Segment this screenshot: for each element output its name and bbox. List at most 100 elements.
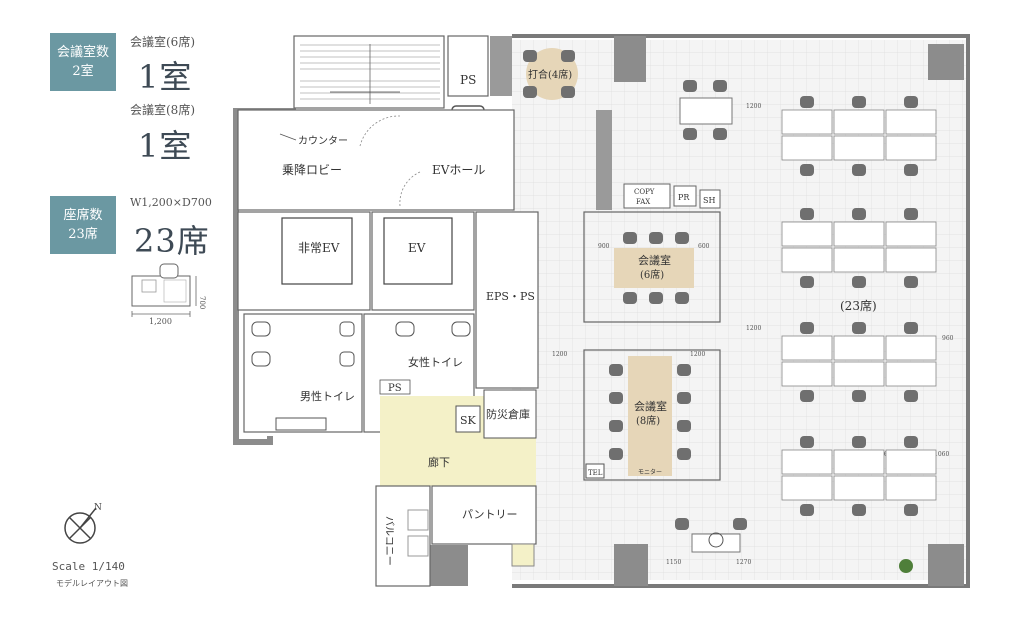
- balcony-label: バルコニー: [383, 516, 395, 566]
- svg-text:N: N: [94, 503, 102, 513]
- desk: [885, 449, 937, 475]
- column: [430, 545, 468, 586]
- rooms-count-badge: 会議室数 2室: [50, 33, 116, 91]
- ev-label: EV: [408, 241, 426, 255]
- fax-label: FAX: [636, 198, 650, 206]
- column: [928, 44, 964, 80]
- scale-caption: モデルレイアウト図: [56, 579, 128, 588]
- chair: [904, 164, 918, 176]
- chair: [852, 164, 866, 176]
- conf6-label-1: 会議室: [638, 253, 671, 267]
- sh-label: SH: [703, 196, 715, 205]
- desk-depth-label: 700: [198, 296, 206, 309]
- desk: [885, 335, 937, 361]
- column: [928, 544, 964, 586]
- copy-label: COPY: [634, 188, 655, 196]
- desk: [833, 221, 885, 247]
- desk-width-label: 1,200: [149, 317, 172, 326]
- chair: [800, 276, 814, 288]
- corridor-label: 廊下: [428, 455, 450, 469]
- seats-badge-line2: 23席: [68, 227, 98, 242]
- desk: [833, 361, 885, 387]
- desk: [781, 475, 833, 501]
- desk-size-label: W1,200×D700: [130, 196, 212, 209]
- desk: [781, 247, 833, 273]
- sk-label: SK: [460, 414, 477, 427]
- room6-label: 会議室(6席): [130, 35, 195, 49]
- seats-23-label: (23席): [840, 298, 877, 313]
- womens-toilet-label: 女性トイレ: [408, 355, 463, 369]
- desk: [781, 109, 833, 135]
- chair: [904, 322, 918, 334]
- desk: [833, 475, 885, 501]
- monitor-label: モニター: [638, 468, 662, 476]
- desk: [833, 109, 885, 135]
- desk: [885, 221, 937, 247]
- dim-label: 600: [698, 243, 710, 250]
- ev-hall-label: EVホール: [432, 163, 485, 177]
- eps-ps-label: EPS・PS: [486, 290, 535, 303]
- rooms-badge-line1: 会議室数: [56, 45, 109, 60]
- desk: [833, 247, 885, 273]
- dim-label: 1270: [736, 559, 751, 566]
- room6-count: 1室: [138, 58, 193, 96]
- conf8-label-1: 会議室: [634, 399, 667, 413]
- dim-label: 1200: [690, 351, 705, 358]
- conf6-label-2: (6席): [640, 268, 664, 281]
- seats-count-badge: 座席数 23席: [50, 196, 116, 254]
- lobby-label: 乗降ロビー: [282, 163, 342, 177]
- chair: [852, 322, 866, 334]
- dim-label: 1200: [746, 325, 761, 332]
- chair: [852, 390, 866, 402]
- desk: [885, 135, 937, 161]
- chair: [852, 208, 866, 220]
- meeting4-label: 打合(4席): [528, 68, 572, 81]
- desk: [833, 335, 885, 361]
- desk: [781, 335, 833, 361]
- chair: [800, 504, 814, 516]
- pantry-label: パントリー: [462, 508, 518, 521]
- desk: [781, 361, 833, 387]
- dim-label: 1200: [552, 351, 567, 358]
- scale-text: Scale 1/140: [52, 560, 125, 573]
- seats-count: 23席: [134, 222, 210, 260]
- dim-label: 900: [598, 243, 610, 250]
- seats-badge-line1: 座席数: [63, 208, 103, 223]
- chair: [800, 96, 814, 108]
- chair: [800, 390, 814, 402]
- desk: [885, 475, 937, 501]
- column: [614, 544, 648, 586]
- dim-label: 1060: [934, 451, 949, 458]
- chair: [800, 436, 814, 448]
- desk: [833, 135, 885, 161]
- chair: [800, 322, 814, 334]
- chair: [904, 504, 918, 516]
- emergency-ev-label: 非常EV: [298, 241, 340, 255]
- dim-label: 960: [942, 335, 954, 342]
- desk-legend-diagram: 1,200 700: [131, 263, 206, 326]
- chair: [904, 208, 918, 220]
- column: [596, 110, 612, 210]
- chair: [852, 276, 866, 288]
- chair: [852, 96, 866, 108]
- conf8-label-2: (8席): [636, 414, 660, 427]
- chair: [852, 436, 866, 448]
- desk: [781, 135, 833, 161]
- ps-top-label: PS: [460, 73, 476, 87]
- chair: [904, 436, 918, 448]
- chair: [852, 504, 866, 516]
- desk: [885, 109, 937, 135]
- counter-label: カウンター: [298, 135, 348, 147]
- chair: [904, 390, 918, 402]
- desk: [781, 449, 833, 475]
- north-compass-icon: N: [64, 503, 102, 544]
- column: [614, 36, 646, 82]
- dim-label: 1200: [746, 103, 761, 110]
- desk: [781, 221, 833, 247]
- storage-label: 防災倉庫: [486, 407, 530, 421]
- tel-label: TEL: [588, 469, 603, 477]
- desk: [833, 449, 885, 475]
- pr-label: PR: [678, 193, 690, 202]
- chair: [904, 276, 918, 288]
- chair: [800, 164, 814, 176]
